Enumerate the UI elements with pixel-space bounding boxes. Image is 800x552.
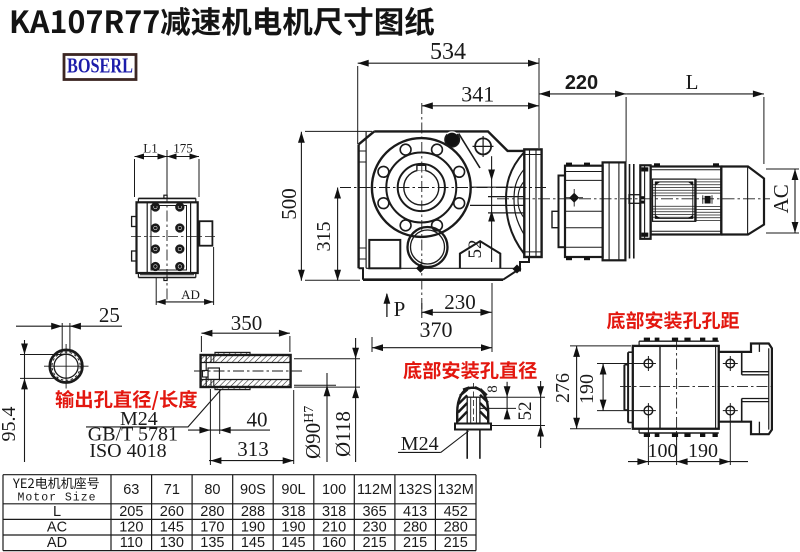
svg-text:90S: 90S xyxy=(240,482,266,498)
svg-text:190: 190 xyxy=(281,520,305,536)
svg-text:315: 315 xyxy=(313,222,335,252)
svg-text:215: 215 xyxy=(403,535,427,551)
svg-text:280: 280 xyxy=(444,520,468,536)
svg-text:AC: AC xyxy=(769,184,793,213)
svg-text:350: 350 xyxy=(231,311,263,335)
svg-text:25: 25 xyxy=(99,303,120,327)
svg-text:132S: 132S xyxy=(398,482,432,498)
svg-text:288: 288 xyxy=(241,504,265,520)
svg-text:M24: M24 xyxy=(401,433,439,455)
svg-text:190: 190 xyxy=(241,520,265,536)
svg-text:40: 40 xyxy=(247,408,268,432)
svg-text:80: 80 xyxy=(204,482,220,498)
svg-text:AC: AC xyxy=(47,520,67,536)
svg-text:110: 110 xyxy=(120,535,143,551)
svg-text:130: 130 xyxy=(160,535,184,551)
svg-text:AD: AD xyxy=(47,535,67,551)
svg-text:Ø118: Ø118 xyxy=(331,411,355,457)
svg-text:63: 63 xyxy=(123,482,139,498)
svg-text:95.4: 95.4 xyxy=(0,407,20,442)
svg-text:500: 500 xyxy=(277,188,301,220)
svg-text:BOSERL: BOSERL xyxy=(67,54,133,78)
svg-text:52: 52 xyxy=(465,240,486,259)
svg-text:175: 175 xyxy=(173,141,193,156)
svg-text:90L: 90L xyxy=(281,482,305,498)
svg-text:280: 280 xyxy=(403,520,427,536)
svg-text:170: 170 xyxy=(200,520,224,536)
svg-text:341: 341 xyxy=(461,82,494,107)
svg-text:280: 280 xyxy=(200,504,224,520)
svg-text:GB/T 5781: GB/T 5781 xyxy=(88,424,178,446)
svg-text:534: 534 xyxy=(430,39,466,65)
svg-text:210: 210 xyxy=(322,520,346,536)
svg-text:313: 313 xyxy=(237,437,269,461)
svg-text:220: 220 xyxy=(565,72,598,94)
svg-text:215: 215 xyxy=(362,535,386,551)
svg-text:260: 260 xyxy=(160,504,184,520)
svg-text:365: 365 xyxy=(362,504,386,520)
svg-text:145: 145 xyxy=(160,520,184,536)
svg-text:100: 100 xyxy=(648,440,678,462)
svg-text:413: 413 xyxy=(403,504,427,520)
svg-text:145: 145 xyxy=(241,535,265,551)
svg-text:370: 370 xyxy=(420,317,453,342)
svg-text:L1: L1 xyxy=(143,141,157,156)
svg-text:452: 452 xyxy=(444,504,468,520)
svg-text:112M: 112M xyxy=(357,482,392,498)
svg-text:190: 190 xyxy=(688,440,718,462)
svg-text:L: L xyxy=(53,504,61,520)
svg-text:190: 190 xyxy=(576,374,598,404)
svg-text:160: 160 xyxy=(322,535,346,551)
svg-text:230: 230 xyxy=(444,290,476,314)
svg-text:P: P xyxy=(394,297,406,321)
svg-text:Motor Size: Motor Size xyxy=(17,492,96,505)
svg-text:52: 52 xyxy=(515,402,536,421)
svg-text:120: 120 xyxy=(119,520,143,536)
svg-text:215: 215 xyxy=(444,535,468,551)
svg-text:145: 145 xyxy=(281,535,305,551)
svg-text:8: 8 xyxy=(485,385,501,393)
svg-text:71: 71 xyxy=(164,482,180,498)
svg-text:100: 100 xyxy=(322,482,346,498)
svg-text:ISO 4018: ISO 4018 xyxy=(89,440,166,462)
svg-text:AD: AD xyxy=(181,287,200,302)
svg-text:276: 276 xyxy=(552,373,574,403)
svg-text:205: 205 xyxy=(119,504,143,520)
svg-text:318: 318 xyxy=(322,504,346,520)
svg-text:230: 230 xyxy=(362,520,386,536)
svg-text:318: 318 xyxy=(281,504,305,520)
svg-text:132M: 132M xyxy=(438,482,474,498)
svg-text:135: 135 xyxy=(200,535,224,551)
svg-text:L: L xyxy=(686,70,699,94)
svg-text:M24: M24 xyxy=(120,408,158,430)
